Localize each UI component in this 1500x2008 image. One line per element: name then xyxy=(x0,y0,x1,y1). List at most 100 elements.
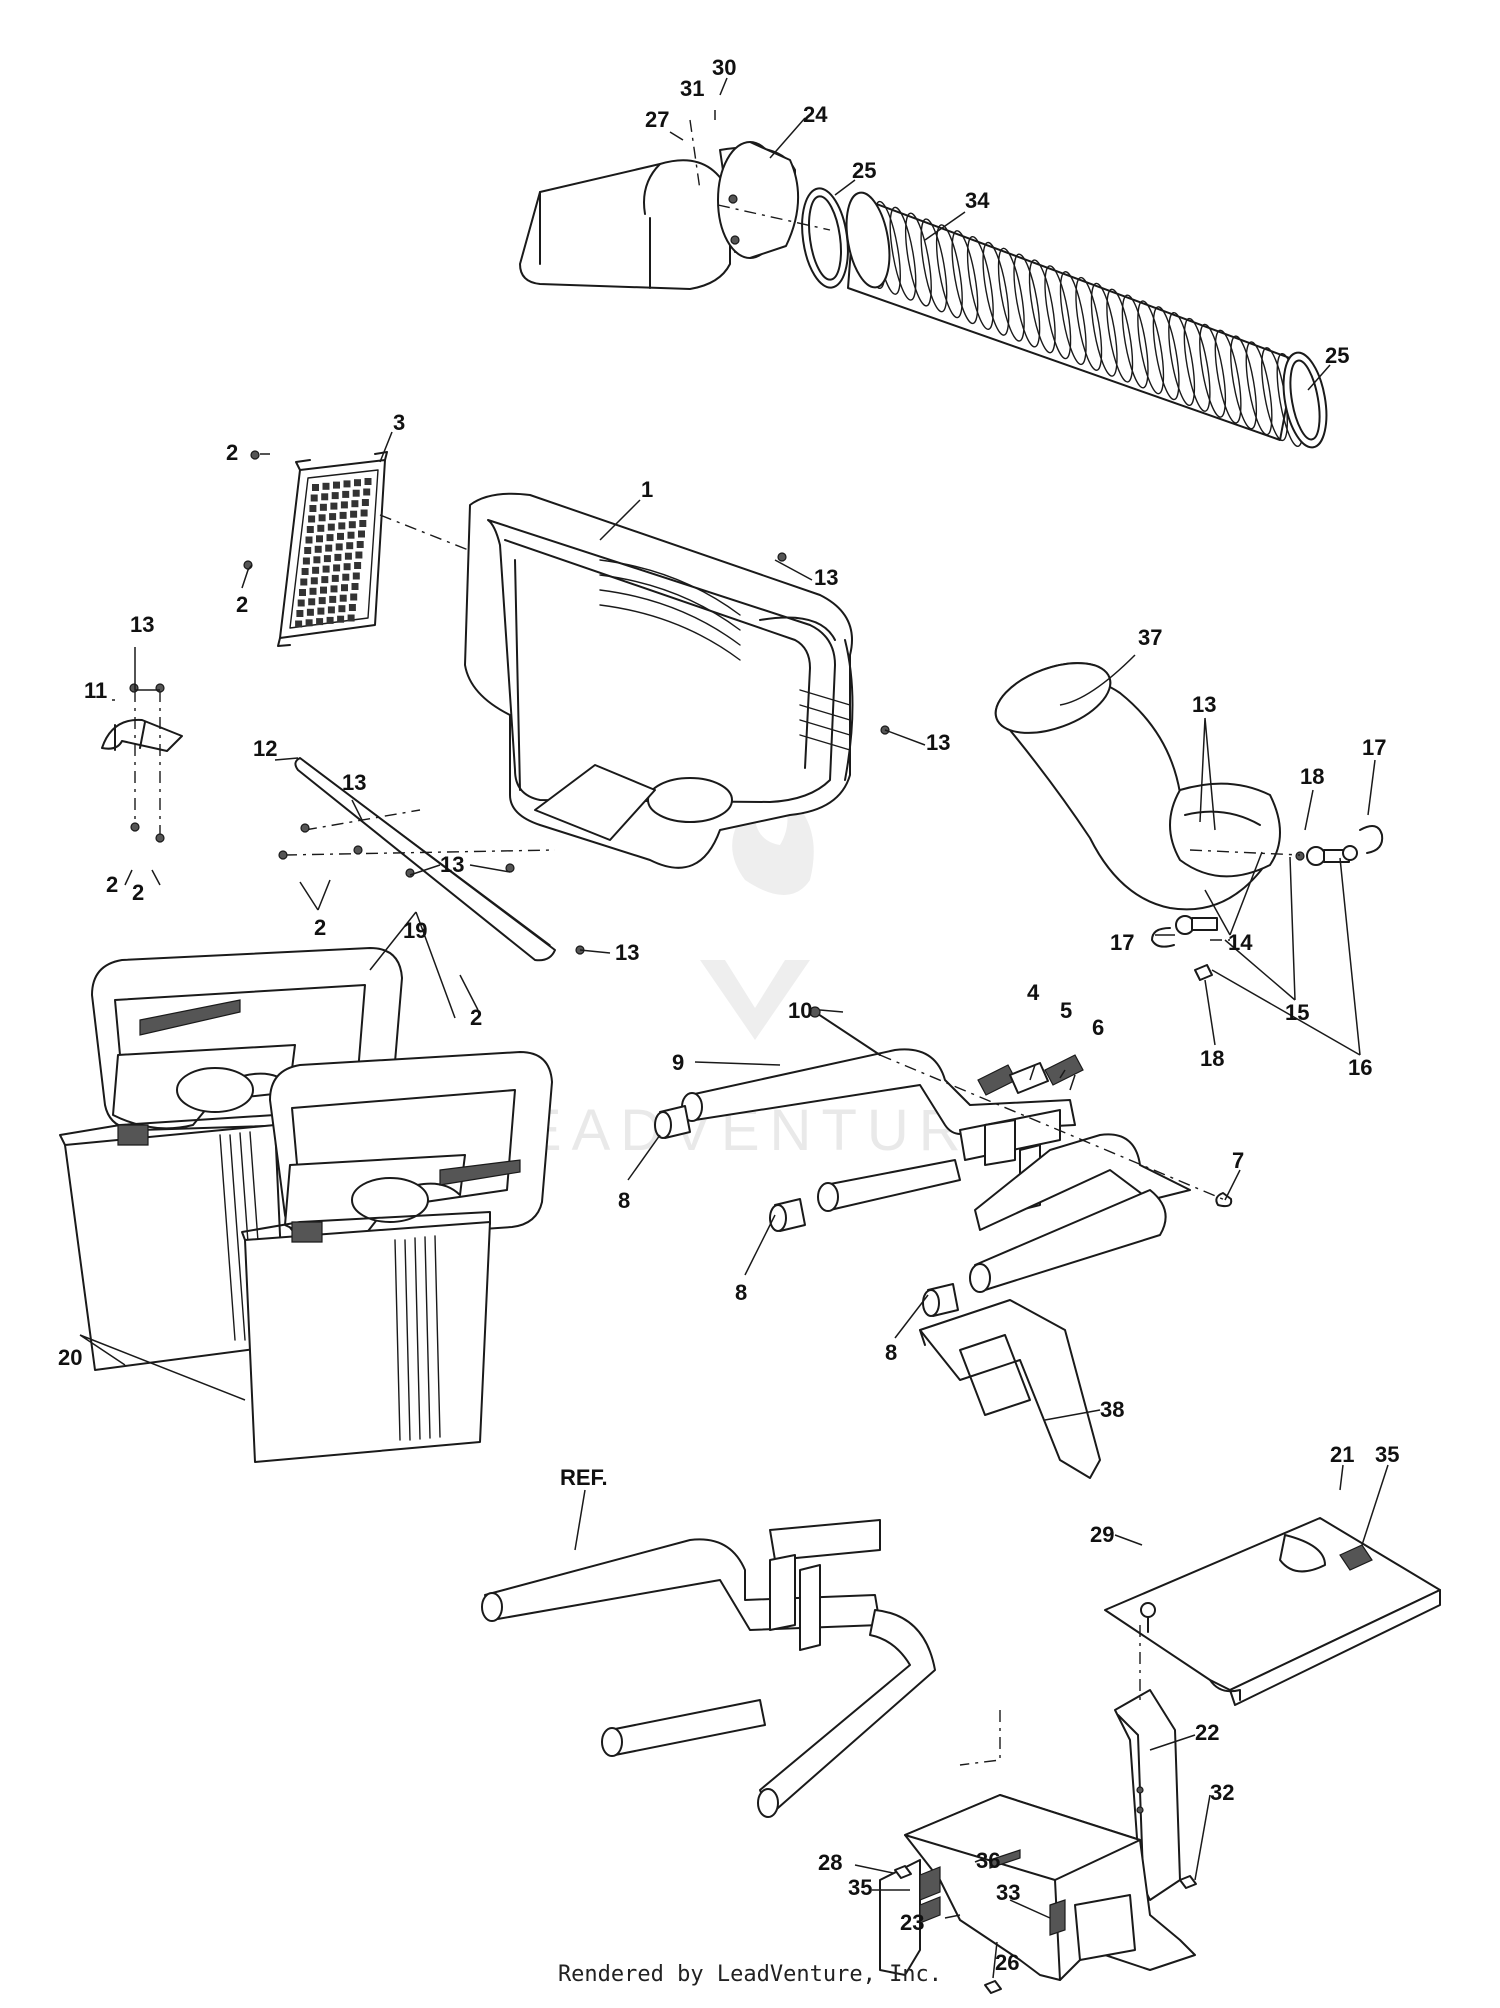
screen-mesh-cell xyxy=(333,481,340,489)
mount-plate-38 xyxy=(919,1299,1101,1479)
hose-rib xyxy=(1152,306,1180,401)
screen-mesh-cell xyxy=(330,585,338,593)
screen-mesh-cell xyxy=(359,520,367,527)
callout-22: 22 xyxy=(1195,1720,1219,1745)
hose-clamp-upper xyxy=(801,187,849,289)
callout-14: 14 xyxy=(1228,930,1253,955)
callout-3: 3 xyxy=(393,410,405,435)
callout-21: 21 xyxy=(1330,1442,1354,1467)
screen-mesh-cell xyxy=(317,524,325,532)
callout-4: 4 xyxy=(1027,980,1040,1005)
upright-22 xyxy=(1114,1689,1181,1901)
mount-frame-9 xyxy=(681,1048,1191,1293)
screen-mesh-cell xyxy=(300,578,308,586)
callout-24: 24 xyxy=(803,102,828,127)
bagger-screen xyxy=(277,451,388,647)
fastener-dot xyxy=(130,822,140,832)
screen-mesh-cell xyxy=(342,490,350,498)
callout-13-lid-top: 13 xyxy=(814,565,838,590)
screen-mesh-cell xyxy=(321,493,329,501)
callout-16: 16 xyxy=(1348,1055,1372,1080)
screen-mesh-cell xyxy=(341,584,348,592)
callout-35-panel: 35 xyxy=(848,1875,872,1900)
hopper-lid xyxy=(464,492,854,869)
callout-30: 30 xyxy=(712,55,736,80)
hose-rib xyxy=(1214,329,1242,424)
chute-adapter xyxy=(519,141,799,290)
callout-37: 37 xyxy=(1138,625,1162,650)
footer-credit: Rendered by LeadVenture, Inc. xyxy=(557,1962,943,1987)
callout-13-bracket: 13 xyxy=(130,612,154,637)
screen-mesh-cell xyxy=(321,576,329,584)
screen-mesh-cell xyxy=(358,530,365,538)
callout-13-bar-b: 13 xyxy=(440,852,464,877)
callout-19: 19 xyxy=(403,918,427,943)
hose-rib xyxy=(1090,282,1118,377)
hose-rib xyxy=(1106,288,1134,383)
base-plate-21 xyxy=(1104,1517,1441,1706)
hose-rib xyxy=(1013,253,1041,348)
callout-10: 10 xyxy=(788,998,812,1023)
fastener-dot xyxy=(250,450,260,460)
screen-mesh-cell xyxy=(352,489,360,497)
callout-17-upper: 17 xyxy=(1362,735,1386,760)
screen-mesh-cell xyxy=(304,547,312,554)
callout-labels: 30 31 27 24 25 34 25 2 3 1 2 13 13 11 13… xyxy=(58,55,1399,1975)
screen-mesh-cell xyxy=(299,589,306,596)
hose-rib xyxy=(935,224,963,319)
screen-mesh-cell xyxy=(329,595,337,603)
screen-mesh-cell xyxy=(322,482,330,490)
callout-9: 9 xyxy=(672,1050,684,1075)
screen-mesh-cell xyxy=(314,545,322,553)
callout-6: 6 xyxy=(1092,1015,1104,1040)
bar-12 xyxy=(294,757,556,962)
screen-mesh-cell xyxy=(316,618,324,626)
screen-mesh-cell xyxy=(330,502,338,510)
flex-hose xyxy=(845,191,1304,448)
fastener-dot xyxy=(129,683,139,693)
hose-rib xyxy=(920,218,948,313)
hose-rib xyxy=(997,247,1025,342)
screen-mesh-cell xyxy=(302,557,310,565)
hose-rib xyxy=(1137,300,1165,395)
screen-mesh-cell xyxy=(364,478,372,485)
callout-18-lower: 18 xyxy=(1200,1046,1224,1071)
callout-2-screen: 2 xyxy=(236,592,248,617)
callout-12: 12 xyxy=(253,736,277,761)
screen-mesh-cell xyxy=(326,616,334,624)
fastener-dot xyxy=(278,850,288,860)
hose-clamp-lower xyxy=(1282,351,1328,449)
hose-rib xyxy=(1059,271,1087,366)
chute-hardware xyxy=(1151,825,1384,981)
callout-2-bracket-b: 2 xyxy=(132,880,144,905)
screen-mesh-cell xyxy=(316,535,323,543)
screen-mesh-cell xyxy=(318,597,326,605)
screen-mesh-cell xyxy=(350,510,358,518)
screen-mesh-cell xyxy=(325,544,333,552)
hose-rib xyxy=(1245,341,1273,436)
screen-mesh-cell xyxy=(320,586,327,594)
screen-mesh-cell xyxy=(329,513,337,521)
screen-mesh-cell xyxy=(313,556,321,564)
callout-18-upper: 18 xyxy=(1300,764,1324,789)
screen-mesh-cell xyxy=(295,620,303,628)
callout-13-lid-side: 13 xyxy=(926,730,950,755)
callout-8-c: 8 xyxy=(885,1340,897,1365)
screen-mesh-cell xyxy=(323,555,331,563)
callout-25-upper: 25 xyxy=(852,158,876,183)
hose-rib xyxy=(951,230,979,325)
callout-31: 31 xyxy=(680,76,704,101)
screen-mesh-cell xyxy=(308,598,316,606)
nuts-bolts xyxy=(894,1602,1197,1994)
screen-mesh-cell xyxy=(350,593,358,601)
screen-mesh-cell xyxy=(331,574,339,582)
screen-mesh-cell xyxy=(306,608,314,616)
screen-mesh-cell xyxy=(334,553,342,561)
screen-mesh-cell xyxy=(338,522,346,530)
fastener-dot xyxy=(777,552,787,562)
screen-mesh-cell xyxy=(327,523,335,531)
hose-rib xyxy=(904,212,932,307)
screen-mesh-cell xyxy=(305,619,313,627)
screen-mesh-cell xyxy=(354,479,361,487)
